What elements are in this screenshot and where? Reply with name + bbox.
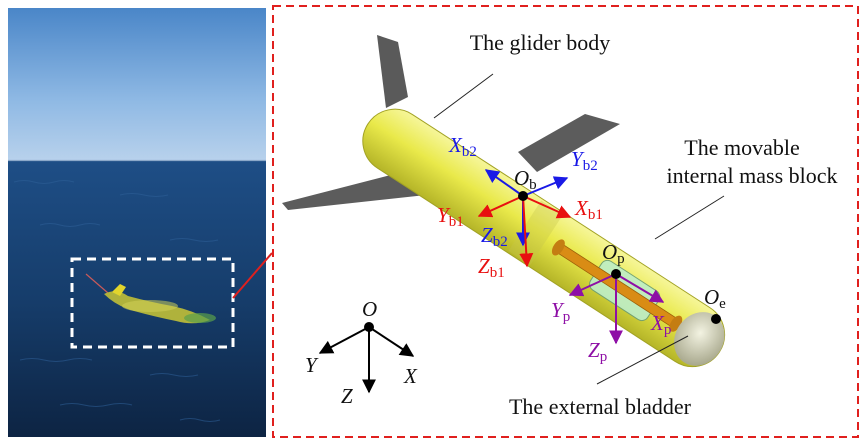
yp-axis: [568, 273, 617, 297]
glider-body-caption: The glider body: [470, 30, 611, 55]
hull: [362, 108, 726, 368]
inertial-z-label: Z: [341, 384, 353, 408]
bladder-point: Oe: [704, 285, 726, 324]
glider-body-leader: [433, 73, 494, 119]
zb2-label: Zb2: [481, 223, 508, 250]
yb1-axis: [477, 195, 524, 218]
wave-texture: [13, 180, 221, 422]
external-bladder: [674, 312, 725, 366]
xb1-label: Xb1: [574, 196, 603, 223]
zb1-label: Zb1: [478, 254, 505, 281]
sea-photo: [8, 8, 273, 437]
yb1-label: Yb1: [437, 203, 464, 230]
yp-label: Yp: [551, 298, 570, 325]
mass-block-leader: [654, 195, 725, 240]
bladder-origin-dot: [711, 314, 721, 324]
xp-label: Xp: [650, 311, 671, 338]
mass-origin-label: Op: [602, 240, 625, 267]
yb2-label: Yb2: [571, 147, 598, 174]
external-bladder-caption: The external bladder: [509, 394, 692, 419]
floating-glider: [85, 273, 216, 324]
mass-frame: Op Xp Yp Zp: [551, 240, 671, 365]
bladder-leader: [596, 335, 689, 385]
sky: [8, 8, 266, 162]
wing-right: [518, 114, 620, 172]
inertial-x-label: X: [403, 364, 418, 388]
inertial-y-label: Y: [305, 353, 319, 377]
body-frame: Ob Xb2 Yb2 Xb1 Yb1 Zb2 Zb1: [437, 133, 603, 281]
body-origin-label: Ob: [514, 166, 537, 193]
inertial-frame: O X Y Z: [305, 297, 418, 408]
glider-model: [282, 35, 726, 368]
inertial-x-axis: [368, 326, 415, 357]
tail-fin: [377, 35, 408, 108]
highlight-box: [70, 257, 235, 349]
xb1-axis: [522, 195, 572, 219]
xb2-label: Xb2: [448, 133, 477, 160]
mass-origin-dot: [611, 269, 621, 279]
zp-label: Zp: [588, 338, 607, 365]
movable-mass-caption-line1: The movable: [684, 135, 799, 160]
inertial-origin-dot: [364, 322, 374, 332]
body-origin-dot: [518, 191, 528, 201]
movable-mass-caption-line2: internal mass block: [666, 163, 837, 188]
rod-end-front: [551, 239, 565, 256]
inertial-origin-label: O: [362, 297, 377, 321]
bladder-origin-label: Oe: [704, 285, 726, 312]
detail-panel-border: [272, 5, 859, 438]
xp-axis: [615, 273, 665, 303]
yb2-axis: [522, 176, 569, 197]
inertial-y-axis: [318, 326, 370, 354]
callout-connector: [232, 252, 273, 299]
zb1-axis: [519, 195, 534, 268]
xb2-axis: [484, 169, 524, 197]
